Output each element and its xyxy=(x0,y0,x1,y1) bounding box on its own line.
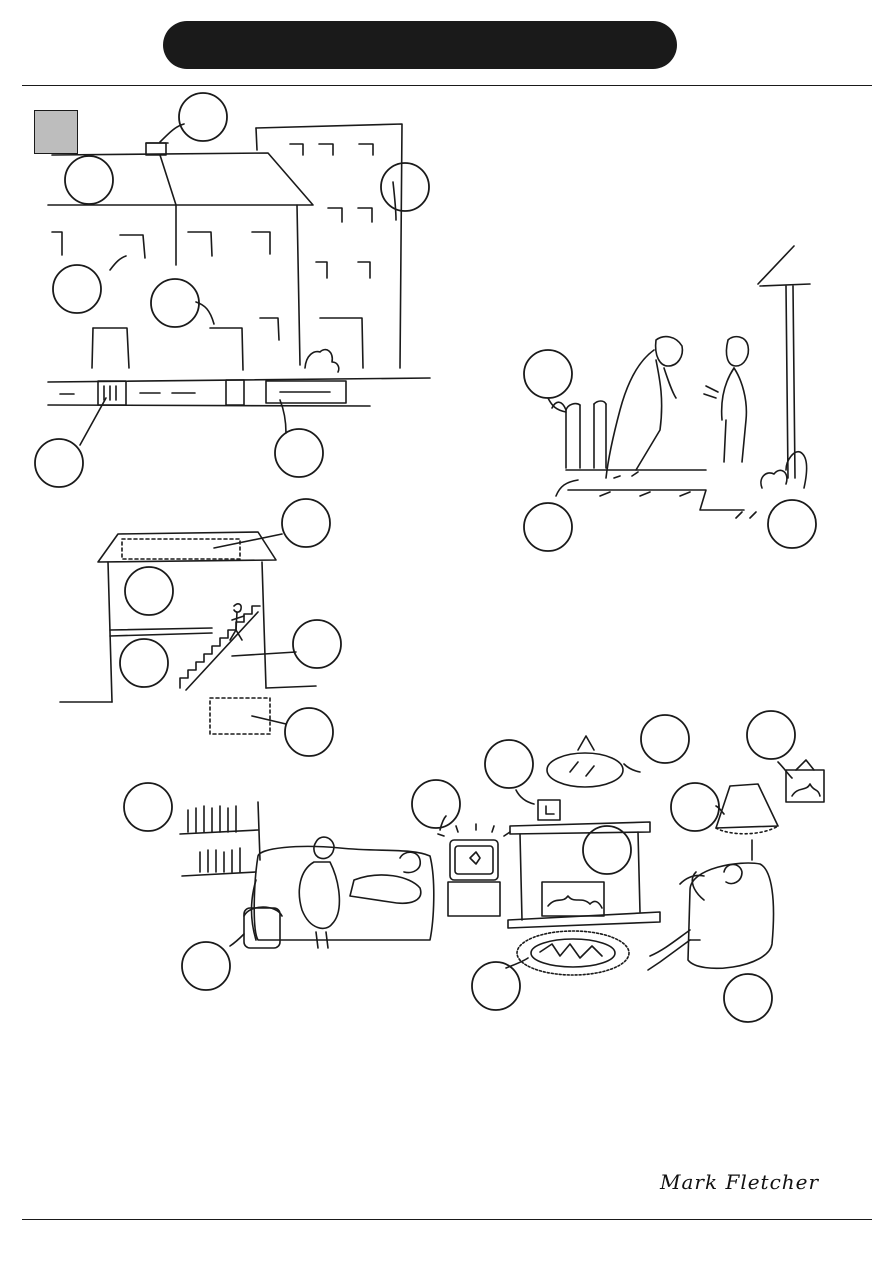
signature: Mark Fletcher xyxy=(660,1170,820,1194)
label-circle xyxy=(150,278,200,328)
title-bar xyxy=(163,21,677,69)
label-circle xyxy=(124,566,174,616)
garden-scene xyxy=(547,245,811,519)
label-circle xyxy=(178,92,228,142)
label-circle xyxy=(746,710,796,760)
living-room-scene xyxy=(179,735,825,976)
label-circle xyxy=(723,973,773,1023)
label-circle xyxy=(292,619,342,669)
label-circle xyxy=(640,714,690,764)
top-rule xyxy=(22,85,872,86)
label-circle xyxy=(34,438,84,488)
bottom-rule xyxy=(22,1219,872,1220)
label-circle xyxy=(52,264,102,314)
label-circle xyxy=(123,782,173,832)
label-circle xyxy=(281,498,331,548)
exercise-number-box xyxy=(34,110,78,154)
label-circle xyxy=(670,782,720,832)
label-circle xyxy=(380,162,430,212)
label-circle xyxy=(274,428,324,478)
label-circle xyxy=(767,499,817,549)
label-circle xyxy=(523,502,573,552)
label-circle xyxy=(181,941,231,991)
house-section-scene xyxy=(59,531,317,735)
label-circle xyxy=(582,825,632,875)
label-circle xyxy=(284,707,334,757)
label-circles xyxy=(34,92,817,1023)
label-circle xyxy=(484,739,534,789)
label-circle xyxy=(411,779,461,829)
label-circle xyxy=(64,155,114,205)
street-scene xyxy=(47,123,431,446)
label-circle xyxy=(471,961,521,1011)
label-circle xyxy=(523,349,573,399)
label-circle xyxy=(119,638,169,688)
